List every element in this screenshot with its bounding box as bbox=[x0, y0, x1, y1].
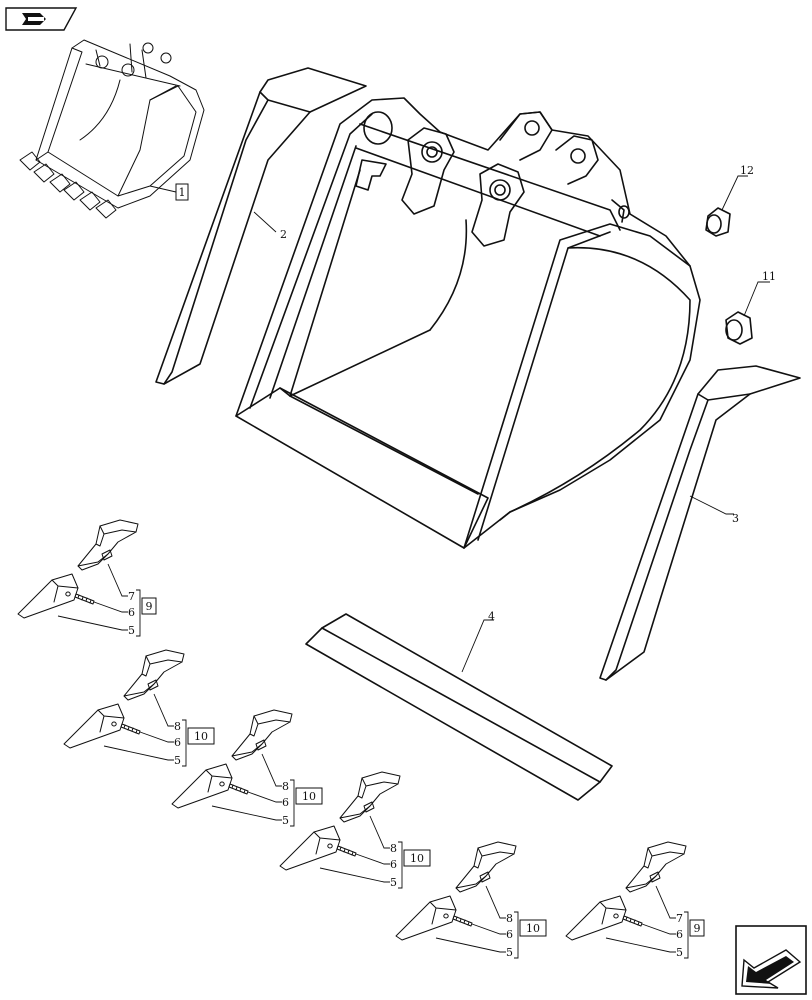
callout-top: 8 bbox=[174, 720, 181, 733]
tooth-point bbox=[17, 573, 79, 619]
callout-mid: 6 bbox=[676, 928, 683, 941]
tooth-adapter bbox=[625, 841, 687, 893]
retaining-pin bbox=[120, 723, 141, 735]
tooth-adapter bbox=[231, 709, 293, 761]
bucket-body bbox=[235, 97, 701, 549]
callout-mid: 6 bbox=[282, 796, 289, 809]
callout-bottom: 5 bbox=[282, 814, 289, 827]
callout-top: 8 bbox=[282, 780, 289, 793]
tooth-adapter bbox=[455, 841, 517, 893]
retaining-pin bbox=[336, 845, 357, 857]
bushing-12: 12 bbox=[705, 164, 754, 237]
kit-number: 10 bbox=[302, 790, 316, 803]
side-wear-plate-right: 3 bbox=[599, 365, 801, 681]
tooth-adapter bbox=[77, 519, 139, 571]
tooth-point bbox=[279, 825, 341, 871]
callout-bottom: 5 bbox=[174, 754, 181, 767]
retaining-pin bbox=[452, 915, 473, 927]
tooth-point bbox=[565, 895, 627, 941]
kit-number: 9 bbox=[694, 922, 701, 935]
tooth-adapter bbox=[339, 771, 401, 823]
next-page-icon[interactable] bbox=[735, 925, 807, 995]
callout-2: 2 bbox=[280, 228, 287, 241]
tooth-adapter bbox=[123, 649, 185, 701]
tooth-point bbox=[395, 895, 457, 941]
callout-bottom: 5 bbox=[676, 946, 683, 959]
callout-mid: 6 bbox=[174, 736, 181, 749]
callout-top: 8 bbox=[390, 842, 397, 855]
callout-mid: 6 bbox=[506, 928, 513, 941]
retaining-pin bbox=[622, 915, 643, 927]
callout-top: 8 bbox=[506, 912, 513, 925]
tooth-group: 7 6 59 bbox=[565, 841, 705, 959]
previous-page-icon[interactable] bbox=[5, 7, 78, 31]
tooth-group: 8 6 5 10 bbox=[279, 771, 431, 889]
callout-bottom: 5 bbox=[390, 876, 397, 889]
bucket-assembly-thumbnail: 1 bbox=[19, 39, 205, 219]
callout-mid: 6 bbox=[128, 606, 135, 619]
tooth-group: 8 6 5 10 bbox=[171, 709, 323, 827]
cutting-edge-blade: 4 bbox=[305, 610, 613, 801]
kit-number: 10 bbox=[194, 730, 208, 743]
callout-4: 4 bbox=[488, 610, 495, 623]
tooth-point bbox=[63, 703, 125, 749]
kit-number: 9 bbox=[146, 600, 153, 613]
retaining-pin bbox=[228, 783, 249, 795]
kit-number: 10 bbox=[410, 852, 424, 865]
callout-mid: 6 bbox=[390, 858, 397, 871]
tooth-group: 8 6 5 10 bbox=[395, 841, 547, 959]
callout-1: 1 bbox=[179, 186, 186, 199]
tooth-group: 8 6 5 10 bbox=[63, 649, 215, 767]
callout-top: 7 bbox=[676, 912, 683, 925]
tooth-group: 7 6 59 bbox=[17, 519, 157, 637]
callout-bottom: 5 bbox=[506, 946, 513, 959]
retaining-pin bbox=[74, 593, 95, 605]
tooth-point bbox=[171, 763, 233, 809]
callout-11: 11 bbox=[762, 270, 776, 283]
callout-top: 7 bbox=[128, 590, 135, 603]
callout-3: 3 bbox=[732, 512, 739, 525]
callout-bottom: 5 bbox=[128, 624, 135, 637]
kit-number: 10 bbox=[526, 922, 540, 935]
side-wear-plate-left: 2 bbox=[155, 67, 367, 385]
callout-12: 12 bbox=[740, 164, 754, 177]
bushing-11: 11 bbox=[725, 270, 776, 345]
